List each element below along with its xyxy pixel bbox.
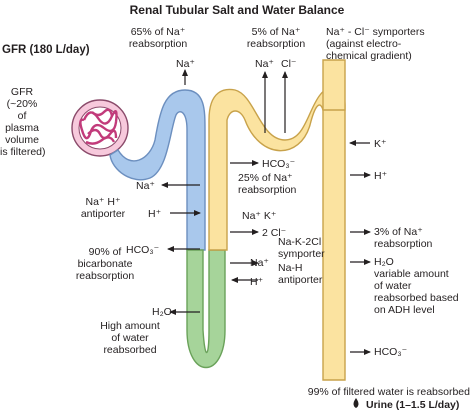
na-reabsorption-65-line-2: reabsorption	[128, 38, 188, 50]
nak2cl-line-1: Na-K-2Cl	[278, 236, 322, 248]
gfr-note-line-6: is filtered)	[0, 146, 46, 158]
water-variable-line-4: on ADH level	[374, 304, 435, 316]
urine-label: Urine (1–1.5 L/day)	[366, 399, 460, 411]
glomerulus-capillaries	[79, 108, 118, 145]
nah-antiporter-label: Na-H antiporter	[278, 262, 322, 286]
ion-h-prox: H⁺	[148, 208, 162, 220]
ion-na-top-mid: Na⁺	[255, 58, 274, 70]
na-reabsorption-25-line-1: 25% of Na⁺	[238, 172, 293, 184]
water-variable-label: variable amount of water reabsorbed base…	[374, 268, 459, 316]
na-reabsorption-3: 3% of Na⁺ reabsorption	[374, 226, 432, 250]
symporters-line-1: Na⁺ - Cl⁻ symporters	[326, 26, 425, 38]
water-variable-line-3: reabsorbed based	[374, 292, 459, 304]
na-reabsorption-65: 65% of Na⁺ reabsorption	[118, 26, 198, 50]
bicarb-90-line-1: 90% of	[88, 246, 122, 258]
filtered-water-label: 99% of filtered water is reabsorbed	[307, 386, 470, 398]
na-h-antiporter-line-1: Na⁺ H⁺	[85, 196, 121, 208]
gfr-note-line-1: GFR	[10, 86, 34, 98]
ion-na-top-left: Na⁺	[176, 58, 195, 70]
nak2cl-label: Na-K-2Cl symporter	[278, 236, 325, 260]
na-reabsorption-5-line-1: 5% of Na⁺	[251, 26, 301, 38]
symporters-line-2: (against electro-	[326, 38, 402, 50]
na-reabsorption-25-line-2: reabsorption	[238, 184, 297, 196]
gfr-note-line-4: plasma	[5, 122, 39, 134]
na-reabsorption-5: 5% of Na⁺ reabsorption	[236, 26, 316, 50]
gfr-note: GFR (~20% of plasma volume is filtered)	[0, 86, 46, 158]
ion-k-distal: K⁺	[374, 138, 387, 150]
ion-2cl: 2 Cl⁻	[262, 227, 287, 239]
collecting-duct	[322, 59, 346, 111]
ion-na-asc: Na⁺	[250, 257, 269, 269]
ion-cl-top-mid: Cl⁻	[281, 58, 297, 70]
na-reabsorption-3-line-1: 3% of Na⁺	[374, 226, 423, 238]
urine-drop-icon	[353, 398, 359, 408]
na-reabsorption-65-line-1: 65% of Na⁺	[130, 26, 186, 38]
ion-h-asc: H⁺	[250, 276, 264, 288]
water-variable-line-2: of water	[374, 280, 412, 292]
bicarb-90-label: 90% of bicarbonate reabsorption	[62, 246, 148, 282]
nah-antiporter-line-1: Na-H	[278, 262, 303, 274]
ion-hco3-prox: HCO₃⁻	[126, 244, 160, 256]
page-title: Renal Tubular Salt and Water Balance	[129, 3, 345, 17]
transport-arrows	[161, 69, 371, 355]
na-reabsorption-25: 25% of Na⁺ reabsorption	[238, 172, 296, 196]
ion-h2o-distal: H₂O	[374, 256, 394, 268]
symporters-line-3: chemical gradient)	[326, 50, 412, 62]
nah-antiporter-line-2: antiporter	[278, 274, 323, 286]
water-high-label: High amount of water reabsorbed	[90, 320, 170, 356]
gfr-note-line-2: (~20%	[6, 98, 38, 110]
na-reabsorption-3-line-2: reabsorption	[374, 238, 433, 250]
nak2cl-line-2: symporter	[278, 248, 325, 260]
water-high-line-1: High amount	[100, 320, 160, 332]
gfr-label: GFR (180 L/day)	[2, 44, 90, 56]
symporters-label: Na⁺ - Cl⁻ symporters (against electro- c…	[326, 26, 425, 62]
na-reabsorption-5-line-2: reabsorption	[246, 38, 306, 50]
loop-of-henle	[186, 249, 226, 369]
na-h-antiporter-label: Na⁺ H⁺ antiporter	[60, 196, 146, 220]
ion-h2o-loop: H₂O	[152, 306, 172, 318]
water-variable-line-1: variable amount	[374, 268, 449, 280]
ion-hco3-asc: HCO₃⁻	[262, 158, 296, 170]
ion-na-k: Na⁺ K⁺	[242, 210, 277, 222]
bicarb-90-line-3: reabsorption	[75, 270, 135, 282]
na-h-antiporter-line-2: antiporter	[80, 208, 126, 220]
gfr-note-line-5: volume	[5, 134, 39, 146]
water-high-line-2: of water	[111, 332, 149, 344]
gfr-note-line-3: of	[17, 110, 27, 122]
ion-na-prox: Na⁺	[136, 180, 155, 192]
ion-hco3-distal: HCO₃⁻	[374, 346, 408, 358]
water-high-line-3: reabsorbed	[103, 344, 157, 356]
ion-h-distal: H⁺	[374, 170, 388, 182]
bicarb-90-line-2: bicarbonate	[77, 258, 133, 270]
